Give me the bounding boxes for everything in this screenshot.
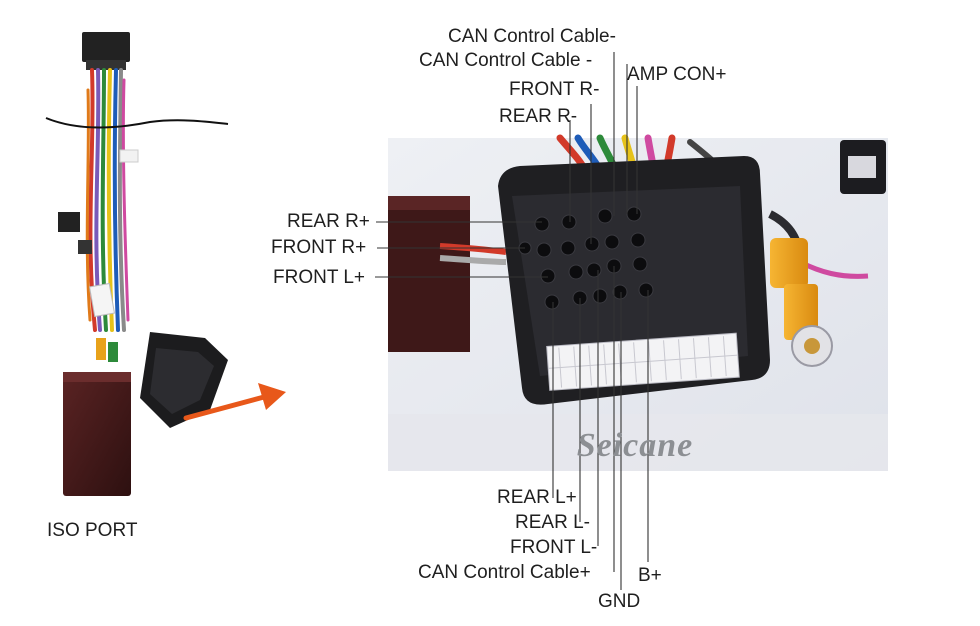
label-rear-l-plus: REAR L+ (497, 487, 577, 508)
label-front-l-minus: FRONT L- (510, 537, 598, 558)
top-connector (82, 32, 130, 62)
connector-photo (388, 134, 888, 471)
label-gnd: GND (598, 591, 641, 612)
harness-photo (45, 32, 229, 496)
label-front-l-plus: FRONT L+ (273, 267, 366, 288)
label-can-control-cable-plus: CAN Control Cable+ (418, 562, 591, 583)
watermark-text: Seicane (577, 427, 694, 464)
iso-port-caption: ISO PORT (47, 520, 138, 541)
label-rear-r-minus: REAR R- (499, 106, 578, 127)
label-rear-l-minus: REAR L- (515, 512, 590, 533)
label-can-control-cable-minus-2: CAN Control Cable - (419, 50, 593, 71)
label-front-r-minus: FRONT R- (509, 79, 600, 100)
label-can-control-cable-minus-1: CAN Control Cable- (448, 26, 616, 47)
label-amp-con-plus: AMP CON+ (627, 64, 727, 85)
connector-pins (518, 206, 654, 310)
label-rear-r-plus: REAR R+ (287, 211, 370, 232)
control-box-photo (388, 196, 470, 352)
arrow-icon (183, 383, 286, 421)
label-front-r-plus: FRONT R+ (271, 237, 367, 258)
rca-plug (770, 238, 808, 288)
leader-lines (375, 52, 649, 590)
control-box (63, 372, 131, 496)
label-b-plus: B+ (638, 565, 662, 586)
